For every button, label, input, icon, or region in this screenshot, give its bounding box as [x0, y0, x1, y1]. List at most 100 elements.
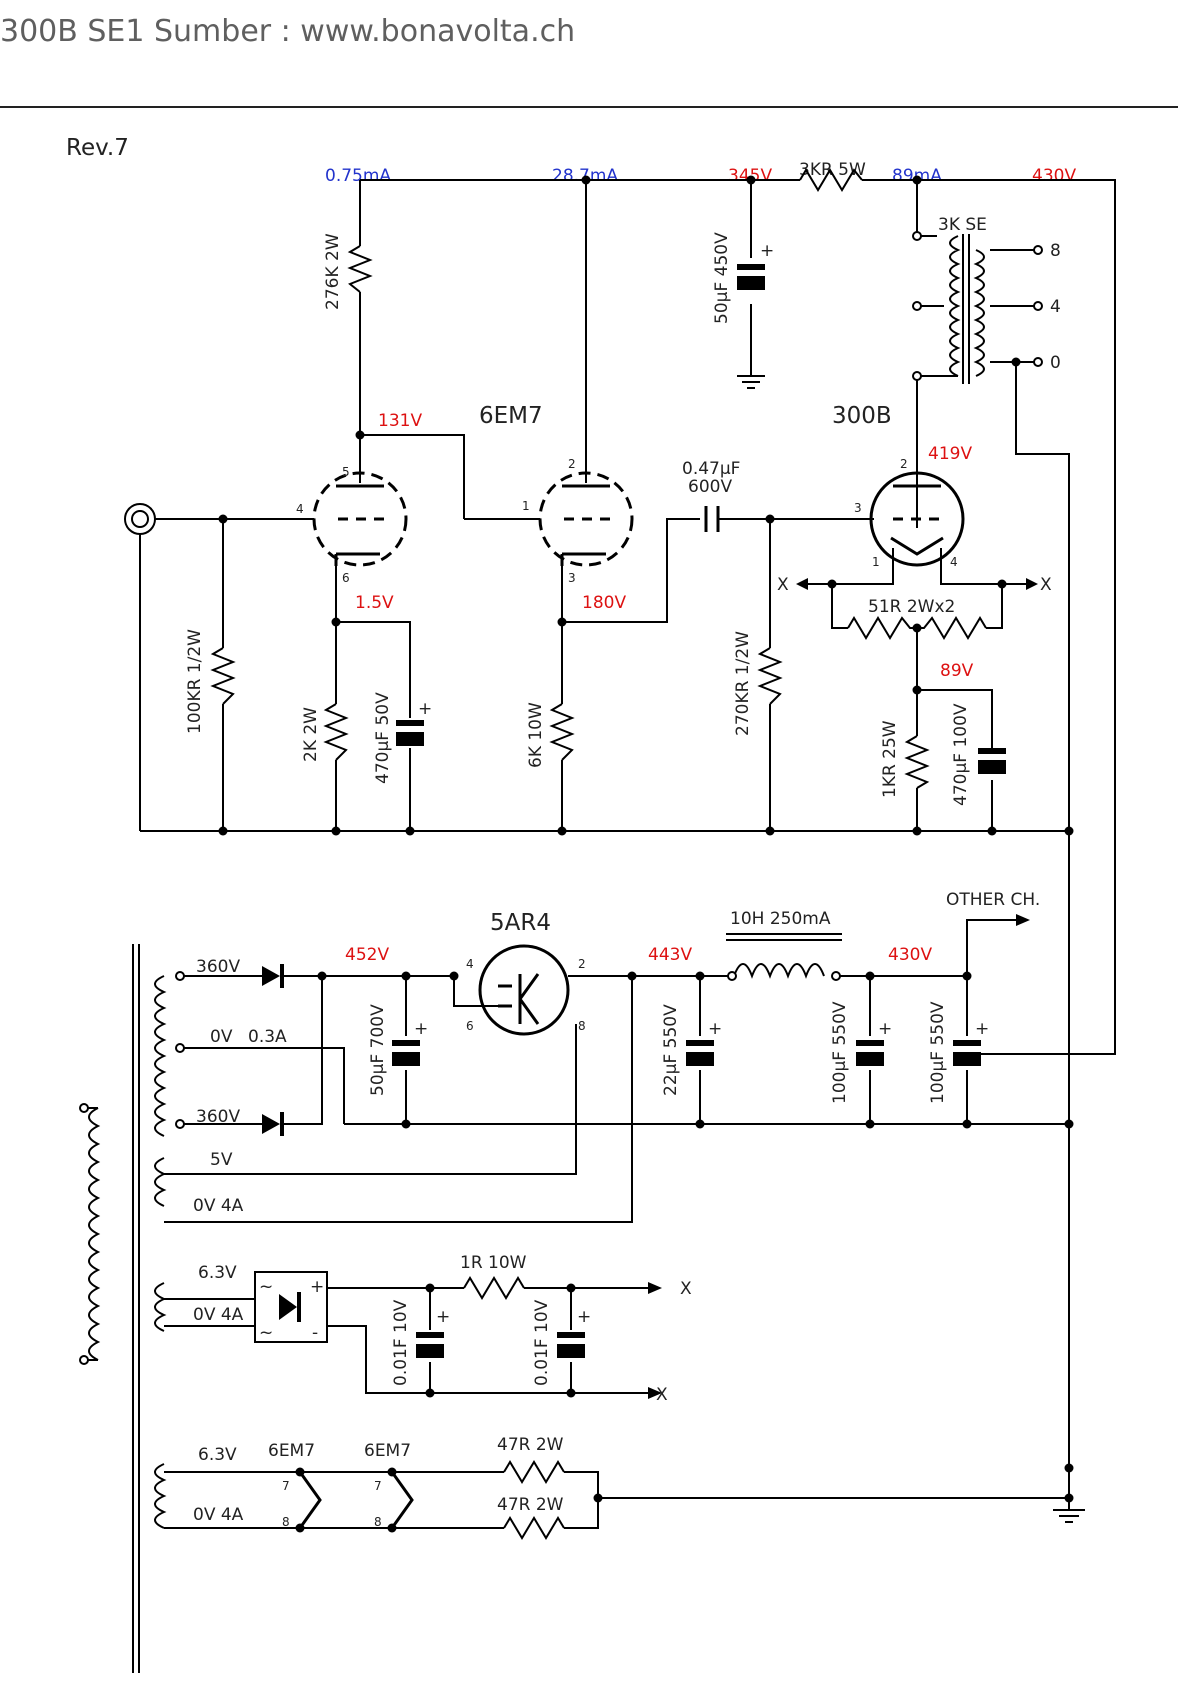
junction — [912, 826, 922, 836]
capacitor-plate — [856, 1052, 884, 1066]
wire — [561, 518, 700, 831]
pin-label: 5 — [342, 465, 350, 479]
output-transformer-label: 3K SE — [938, 215, 987, 235]
diode-icon — [262, 964, 284, 988]
revision-label: Rev.7 — [66, 135, 129, 161]
arrow-icon — [648, 1387, 662, 1399]
resistor-1kr — [904, 735, 930, 789]
output-ground-wire — [1015, 362, 1070, 1468]
wire — [164, 1298, 255, 1327]
bridge-ac-mark: ~ — [259, 1277, 273, 1297]
resistor-270k-label: 270KR 1/2W — [733, 631, 753, 736]
junction — [449, 971, 459, 981]
pin-label: 6 — [466, 1019, 474, 1033]
pin-label: 7 — [282, 1479, 290, 1493]
junction — [405, 826, 415, 836]
resistor-1kr-label: 1KR 25W — [880, 720, 900, 798]
resistor-276k — [347, 245, 373, 293]
tube-rectifier-elements — [498, 973, 540, 1025]
choke-label: 10H 250mA — [730, 909, 831, 929]
terminal — [175, 971, 185, 981]
capacitor-plate — [856, 1040, 884, 1046]
filament-out-x: X — [656, 1385, 668, 1405]
output-terminal-8[interactable] — [1033, 245, 1043, 255]
resistor-47r-b — [503, 1516, 565, 1540]
capacitor-plate — [557, 1344, 585, 1358]
resistor-47r-a-label: 47R 2W — [497, 1435, 564, 1455]
tube-300b-label: 300B — [832, 403, 892, 429]
tube-filament — [890, 536, 944, 556]
capacitor-plus-mark: + — [577, 1307, 591, 1327]
capacitor-100u-b-label: 100µF 550V — [928, 1001, 948, 1104]
transformer-core — [962, 234, 970, 384]
filament-out-x: X — [680, 1279, 692, 1299]
pin-label: 2 — [568, 457, 576, 471]
input-jack-inner — [131, 510, 149, 528]
junction — [1064, 826, 1074, 836]
wire — [831, 584, 1003, 629]
resistor-51r-b — [917, 616, 987, 640]
pin-label: 4 — [296, 502, 304, 516]
capacitor-plate — [686, 1052, 714, 1066]
terminal — [912, 371, 922, 381]
pin-label: 4 — [950, 555, 958, 569]
capacitor-001a-label: 0.01F 10V — [391, 1299, 411, 1386]
heater-label: 6EM7 — [268, 1441, 315, 1461]
hv-wire — [180, 975, 323, 1125]
pin-label: 3 — [568, 571, 576, 585]
heater-filament-icon — [298, 1471, 322, 1529]
wire — [916, 628, 993, 831]
pin-label: 2 — [578, 957, 586, 971]
tube-5ar4-label: 5AR4 — [490, 910, 551, 936]
junction — [987, 826, 997, 836]
input-jack-icon[interactable] — [124, 503, 156, 535]
junction — [912, 685, 922, 695]
voltage-label-180: 180V — [582, 593, 626, 613]
wire — [327, 1287, 648, 1394]
mains-terminal[interactable] — [79, 1355, 89, 1365]
resistor-100k — [210, 647, 236, 705]
junction — [557, 617, 567, 627]
resistor-3kr — [799, 168, 863, 192]
output-terminal-4[interactable] — [1033, 301, 1043, 311]
junction — [1064, 1493, 1074, 1503]
secondary-label: 0V — [210, 1027, 233, 1047]
filament-x-right: X — [1040, 575, 1052, 595]
secondary-label: 6.3V — [198, 1445, 237, 1465]
wire — [300, 1471, 392, 1529]
junction — [1064, 1119, 1074, 1129]
capacitor-plate — [737, 264, 765, 270]
bridge-diode-icon — [279, 1292, 301, 1322]
output-terminal-0[interactable] — [1033, 357, 1043, 367]
hv-secondary — [154, 975, 167, 1137]
terminal — [727, 971, 737, 981]
arrow-icon — [1016, 914, 1030, 926]
wire — [392, 1471, 504, 1529]
mains-terminal[interactable] — [79, 1103, 89, 1113]
heater-ground-wire — [564, 1471, 1069, 1529]
capacitor-100u-a-label: 100µF 550V — [830, 1001, 850, 1104]
capacitor-plate — [953, 1052, 981, 1066]
pin-label: 8 — [578, 1019, 586, 1033]
capacitor-plus-mark: + — [975, 1019, 989, 1039]
pin-label: 1 — [522, 499, 530, 513]
voltage-label-452: 452V — [345, 945, 389, 965]
resistor-6k — [549, 703, 575, 761]
tube-6em7-label: 6EM7 — [479, 403, 543, 429]
output-tap-0: 0 — [1050, 353, 1061, 373]
capacitor-22u-label: 22µF 550V — [661, 1004, 681, 1096]
power-transformer-core — [132, 944, 140, 1673]
ground-icon — [737, 375, 765, 389]
junction — [962, 1119, 972, 1129]
pin-label: 7 — [374, 1479, 382, 1493]
filament-x-left: X — [777, 575, 789, 595]
coupling-cap-voltage: 600V — [688, 477, 732, 497]
capacitor-coupling — [704, 506, 720, 532]
arrow-icon — [1026, 578, 1038, 590]
voltage-label-1-5: 1.5V — [355, 593, 394, 613]
capacitor-plate — [416, 1344, 444, 1358]
resistor-47r-b-label: 47R 2W — [497, 1495, 564, 1515]
secondary-label: 6.3V — [198, 1263, 237, 1283]
junction — [593, 1493, 603, 1503]
